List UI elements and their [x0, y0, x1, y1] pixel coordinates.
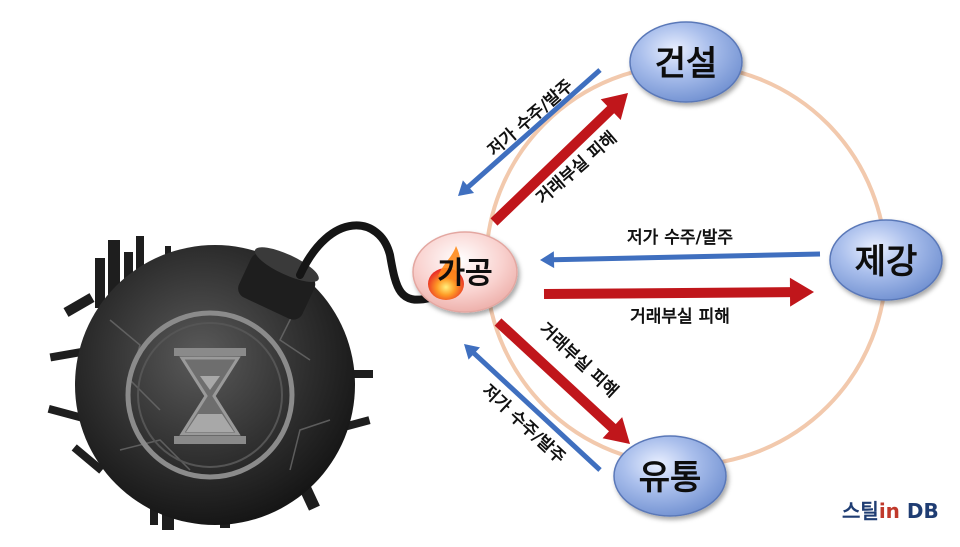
label-processing-to-steelmaking: 거래부실 피해 [630, 307, 730, 327]
node-label-steelmaking: 제강 [855, 242, 918, 282]
node-label-processing: 가공 [437, 256, 492, 291]
node-construction: 건설 [629, 21, 743, 103]
brand-part2: in [879, 499, 900, 523]
arrow-construction-to-processing [458, 68, 602, 196]
node-distribution: 유통 [613, 435, 727, 517]
arrow-processing-to-distribution [494, 318, 630, 444]
label-processing-to-distribution: 거래부실 피해 [535, 319, 622, 402]
label-distribution-to-processing: 저가 수주/발주 [478, 381, 569, 468]
brand-part1: 스틸 [842, 499, 879, 523]
node-steelmaking: 제강 [829, 219, 943, 301]
label-construction-to-processing: 저가 수주/발주 [484, 76, 577, 161]
arrow-steelmaking-to-processing [540, 251, 821, 269]
flame-icon [428, 246, 464, 300]
arrows-layer [458, 68, 821, 472]
brand-logo: 스틸in DB [842, 499, 939, 523]
arrow-processing-to-construction [490, 93, 628, 226]
brand-part3: DB [900, 499, 939, 523]
node-label-construction: 건설 [655, 44, 718, 84]
svg-text:스틸in DB: 스틸in DB [842, 499, 939, 523]
label-steelmaking-to-processing: 저가 수주/발주 [627, 228, 733, 248]
bomb-with-hourglass-icon [47, 221, 434, 530]
node-processing: 가공 [412, 231, 518, 313]
arrow-processing-to-steelmaking [543, 277, 814, 307]
arrow-distribution-to-processing [464, 344, 602, 472]
cycle-ring [484, 63, 888, 467]
node-label-distribution: 유통 [639, 458, 702, 498]
